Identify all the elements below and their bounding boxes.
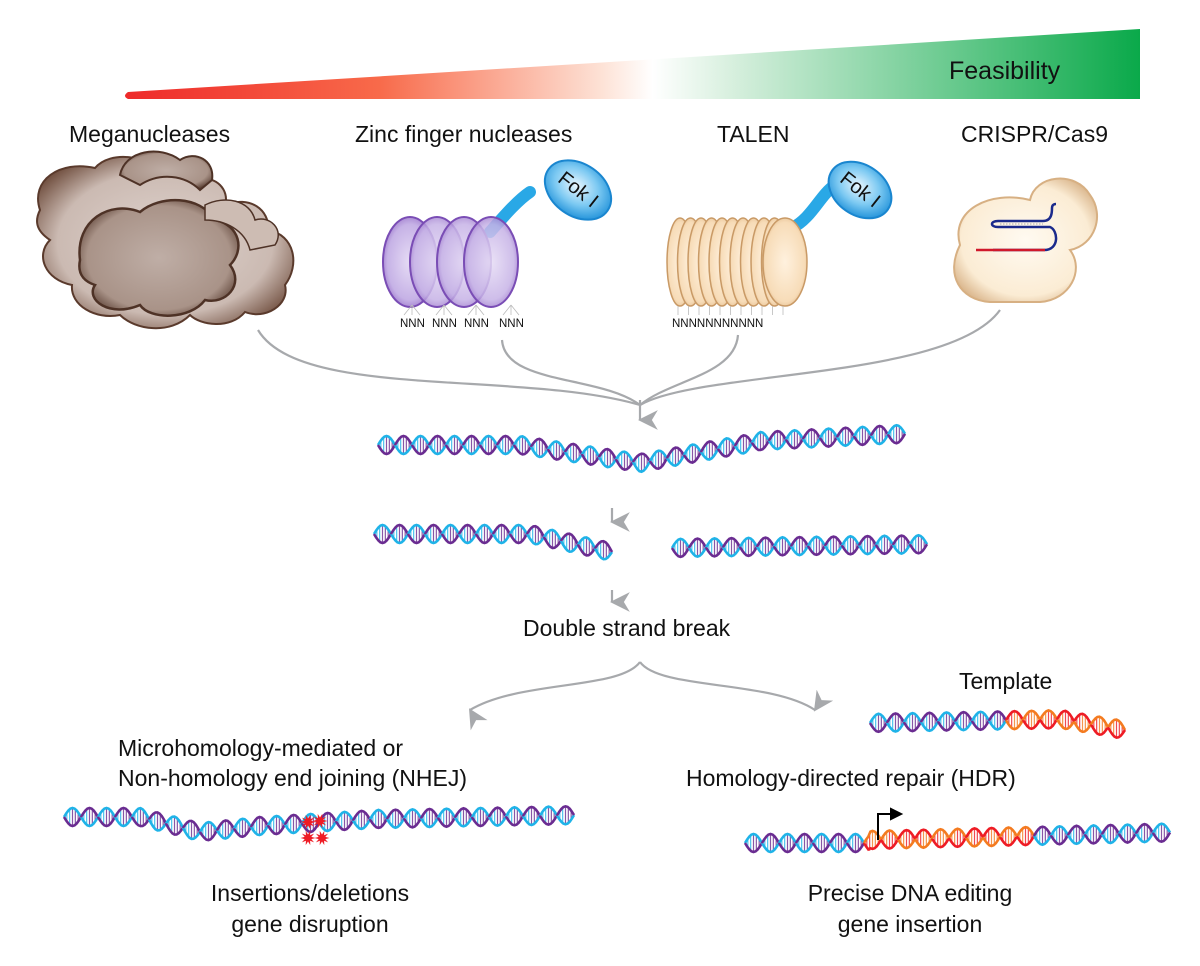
promoter-arrow-icon xyxy=(877,807,904,840)
indel-star-icon xyxy=(312,813,328,829)
nhej-outcome-line1: Insertions/deletions xyxy=(210,880,410,906)
dna-hdr-edited xyxy=(743,822,1172,854)
talen-binding-sequence: NNNNNNNNNNN xyxy=(672,318,763,330)
zinc-finger-label: Zinc finger nucleases xyxy=(355,121,573,147)
meganucleases-label: Meganucleases xyxy=(69,121,231,147)
template-label: Template xyxy=(959,668,1053,694)
crispr-cas9-label: CRISPR/Cas9 xyxy=(961,121,1108,147)
talen-repeat xyxy=(762,217,808,307)
nhej-title-line2: Non-homology end joining (NHEJ) xyxy=(118,765,467,791)
talen-label: TALEN xyxy=(717,121,790,147)
zfn-binding-unit: NNN xyxy=(400,318,425,330)
cas9-illustration xyxy=(953,177,1099,303)
feasibility-label: Feasibility xyxy=(949,57,1061,85)
double-strand-break-label: Double strand break xyxy=(523,615,731,641)
indel-star-icon xyxy=(300,814,316,830)
indel-markers xyxy=(300,813,330,846)
indel-star-icon xyxy=(300,830,316,846)
dna-intact xyxy=(376,423,907,474)
nhej-outcome-line2: gene disruption xyxy=(231,911,389,937)
zinc-finger-illustration: Fok I NNN NNN NNN NNN xyxy=(382,159,613,330)
dna-broken-left xyxy=(372,523,614,561)
dna-template xyxy=(868,709,1127,739)
dna-layer xyxy=(62,423,1172,854)
talen-illustration: Fok I NNNNNNNNNNN xyxy=(666,160,893,330)
converging-arrows xyxy=(257,309,1001,430)
dna-nhej-repaired xyxy=(62,804,576,842)
meganuclease-illustration xyxy=(36,150,295,330)
hdr-outcome-line2: gene insertion xyxy=(837,911,983,937)
zfn-binding-unit: NNN xyxy=(432,318,457,330)
hdr-title: Homology-directed repair (HDR) xyxy=(686,765,1016,791)
nhej-title-line1: Microhomology-mediated or xyxy=(118,735,404,761)
indel-star-icon xyxy=(314,830,330,846)
zfn-binding-unit: NNN xyxy=(499,318,524,330)
hdr-outcome-line1: Precise DNA editing xyxy=(807,880,1013,906)
zfn-binding-unit: NNN xyxy=(464,318,489,330)
dna-broken-right xyxy=(670,533,929,559)
feasibility-gradient-bar xyxy=(125,29,1140,99)
pathway-branch-arrows xyxy=(468,661,834,731)
